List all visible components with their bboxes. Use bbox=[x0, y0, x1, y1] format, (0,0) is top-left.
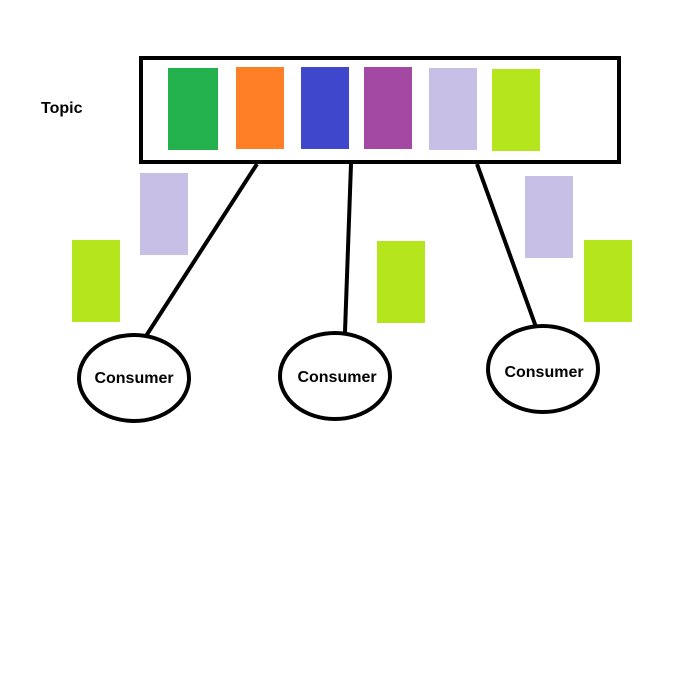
topic-message bbox=[236, 67, 284, 149]
consumer-2-received-messages bbox=[377, 241, 425, 323]
consumer-node-3: Consumer bbox=[486, 324, 600, 414]
received-message bbox=[377, 241, 425, 323]
received-message bbox=[140, 173, 188, 255]
topic-message bbox=[364, 67, 412, 149]
topic-message bbox=[168, 68, 218, 150]
connector-line bbox=[343, 163, 353, 333]
consumer-ellipse bbox=[77, 333, 191, 423]
consumer-ellipse bbox=[278, 331, 392, 421]
connector-line bbox=[144, 162, 259, 338]
consumer-label: Consumer bbox=[297, 369, 376, 386]
consumer-1-received-messages bbox=[72, 173, 188, 322]
consumer-node-2: Consumer bbox=[278, 331, 392, 421]
received-message bbox=[72, 240, 120, 322]
topic-message bbox=[301, 67, 349, 149]
consumer-node-1: Consumer bbox=[77, 333, 191, 423]
consumer-3-received-messages bbox=[525, 176, 632, 322]
topic-message-list bbox=[168, 67, 540, 151]
connector-line bbox=[475, 163, 538, 328]
topic-label: Topic bbox=[41, 100, 83, 117]
topic-message bbox=[429, 68, 477, 150]
consumer-ellipse bbox=[486, 324, 600, 414]
consumer-label: Consumer bbox=[94, 370, 173, 387]
topic-message bbox=[492, 69, 540, 151]
consumer-label: Consumer bbox=[504, 364, 583, 381]
received-message bbox=[584, 240, 632, 322]
received-message bbox=[525, 176, 573, 258]
